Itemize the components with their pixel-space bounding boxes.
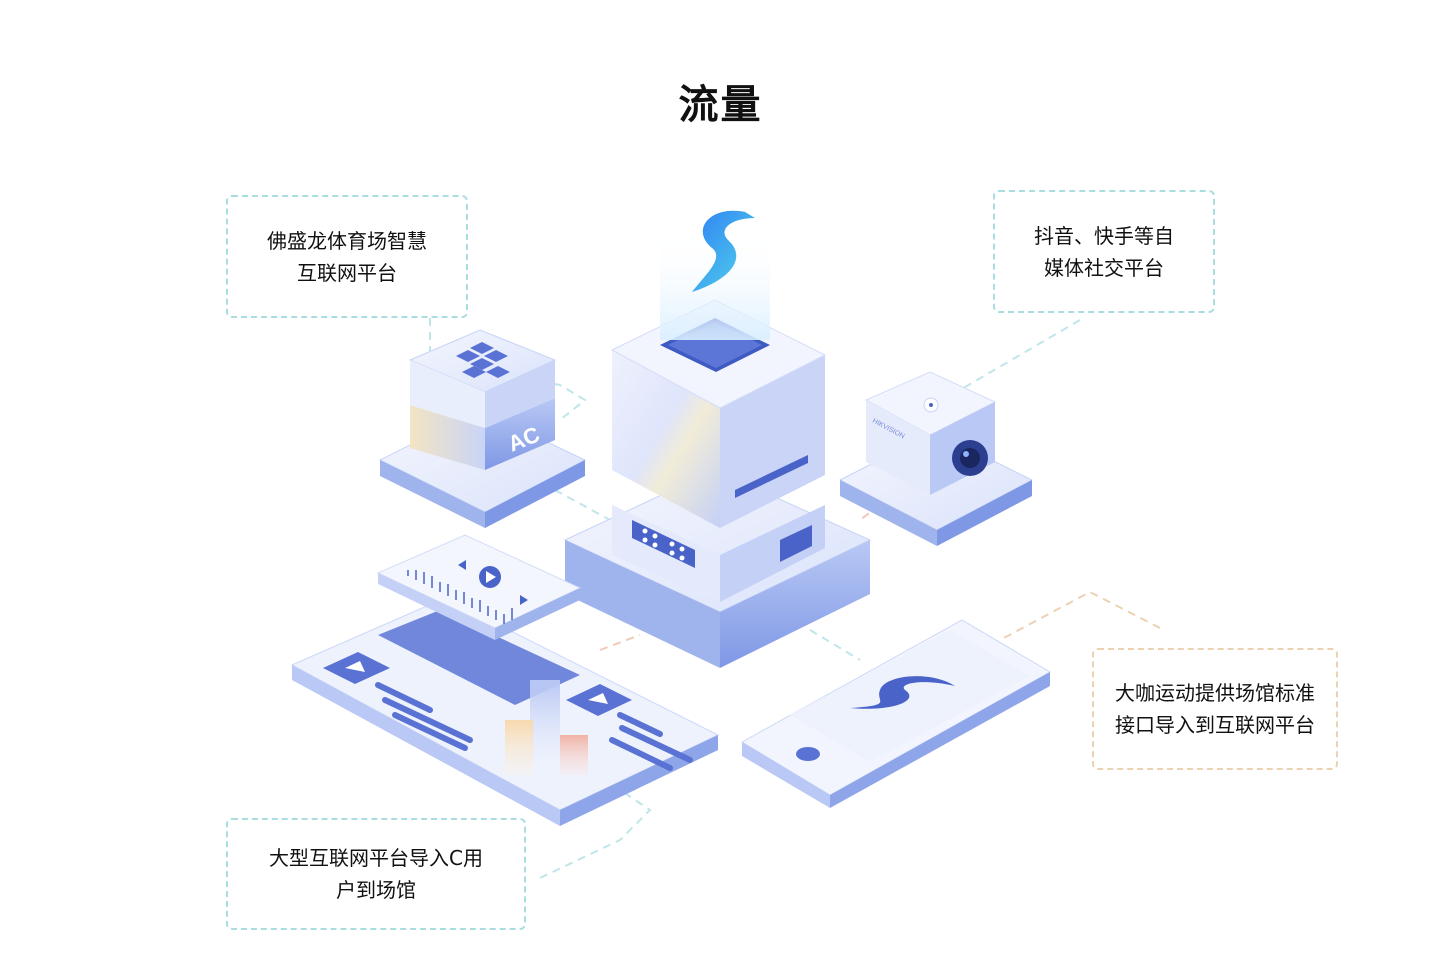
callout-top-left-line2: 互联网平台	[297, 260, 397, 285]
connector-ac-to-server	[554, 489, 611, 521]
callout-top-right: 抖音、快手等自 媒体社交平台	[993, 190, 1215, 313]
diamond-logo-icon	[456, 342, 510, 378]
camera-device: HIKVISION	[838, 371, 1034, 546]
connector-top-left	[429, 318, 587, 421]
callout-bottom-right-line1: 大咖运动提供场馆标准	[1115, 681, 1315, 705]
connector-phone-to-server	[809, 629, 861, 661]
callout-bottom-left-line1: 大型互联网平台导入C用	[269, 846, 483, 870]
callout-top-left-line1: 佛盛龙体育场智慧	[267, 228, 427, 253]
connector-bottom-right	[999, 590, 1161, 641]
home-button-icon	[796, 747, 820, 761]
connector-lines	[429, 318, 1161, 879]
server-port-icon	[632, 520, 812, 568]
phone-logo-icon	[850, 676, 955, 709]
brand-logo-icon	[692, 210, 755, 292]
ac-controller: AC	[378, 329, 587, 528]
callout-bottom-right: 大咖运动提供场馆标准 接口导入到互联网平台	[1092, 648, 1338, 770]
bar-chart-icon	[505, 680, 588, 775]
smartphone	[741, 619, 1052, 808]
callout-top-right-line1: 抖音、快手等自	[1034, 223, 1174, 248]
connector-screen-to-server	[599, 634, 641, 651]
callout-top-right-line2: 媒体社交平台	[1044, 255, 1164, 280]
page-title: 流量	[678, 82, 763, 128]
connector-bottom-left	[539, 789, 652, 879]
callout-bottom-right-line2: 接口导入到互联网平台	[1115, 713, 1315, 737]
media-screen	[290, 534, 720, 826]
central-server	[563, 210, 872, 668]
callout-bottom-left-line2: 户到场馆	[336, 878, 416, 902]
callout-bottom-left: 大型互联网平台导入C用 户到场馆	[226, 818, 526, 930]
connector-top-right	[959, 319, 1081, 391]
callout-top-left: 佛盛龙体育场智慧 互联网平台	[226, 195, 468, 318]
